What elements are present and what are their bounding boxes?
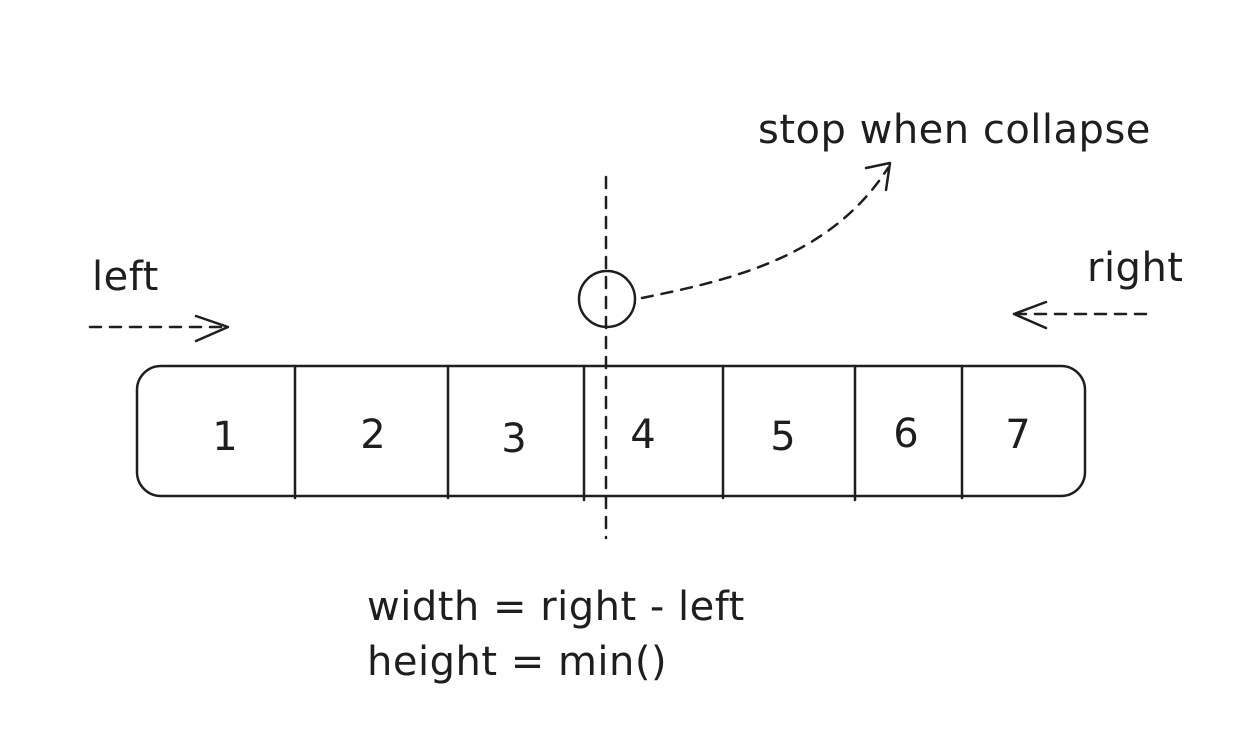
meeting-point-circle bbox=[577, 269, 637, 329]
cell-label: 7 bbox=[1005, 412, 1030, 458]
cell-labels: 1 2 3 4 5 6 7 bbox=[212, 411, 1030, 462]
cell-label: 5 bbox=[770, 414, 795, 460]
collapse-arrow bbox=[640, 161, 892, 300]
cell-label: 6 bbox=[893, 411, 918, 457]
height-formula: height = min() bbox=[367, 639, 667, 685]
left-pointer-label: left bbox=[92, 254, 159, 300]
cell-label: 4 bbox=[630, 412, 655, 458]
cell-label: 1 bbox=[212, 414, 237, 460]
right-pointer-label: right bbox=[1087, 245, 1183, 291]
cell-label: 3 bbox=[501, 416, 526, 462]
collapse-note: stop when collapse bbox=[758, 107, 1151, 153]
cell-label: 2 bbox=[360, 412, 385, 458]
right-pointer-arrow bbox=[1012, 300, 1148, 330]
width-formula: width = right - left bbox=[367, 584, 745, 630]
array-box bbox=[135, 364, 1087, 498]
left-pointer-arrow bbox=[88, 314, 230, 343]
cell-dividers bbox=[293, 364, 964, 502]
